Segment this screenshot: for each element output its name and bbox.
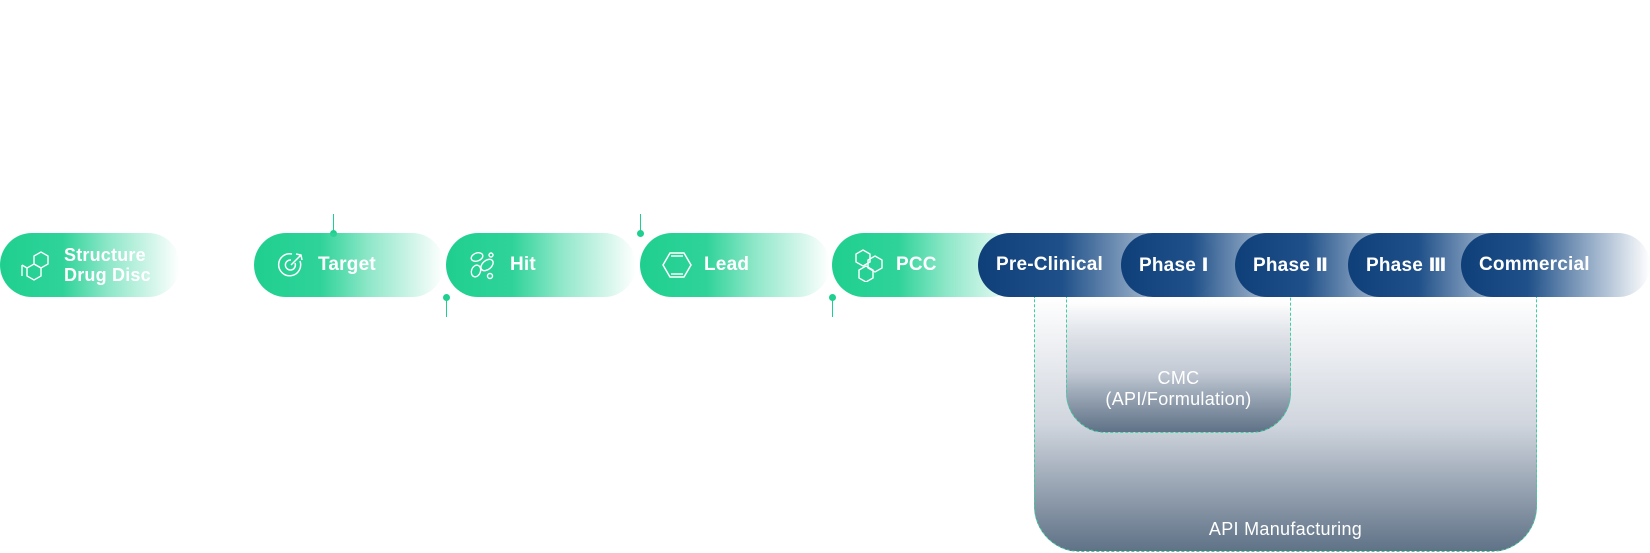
- cells-icon: [466, 248, 500, 282]
- connector-dot-lead: [637, 230, 644, 237]
- connector-dot-hit: [443, 294, 450, 301]
- stage-target: Target: [254, 233, 444, 297]
- stage-label: Phase Ⅰ: [1139, 254, 1209, 276]
- stage-lead: Lead: [640, 233, 830, 297]
- stage-label-line1: Structure: [64, 245, 146, 265]
- target-icon: [274, 248, 308, 282]
- hexagon-icon: [660, 248, 694, 282]
- connector-dot-pcc: [829, 294, 836, 301]
- stage-label: Phase Ⅱ: [1253, 254, 1329, 276]
- stage-label: Phase Ⅲ: [1366, 254, 1447, 276]
- stage-label-line2: Drug Disc: [64, 265, 151, 285]
- stage-label: Pre-Clinical: [996, 254, 1103, 275]
- cmc-bracket: [1066, 297, 1291, 433]
- connector-pin-hit: [446, 297, 447, 317]
- api-manufacturing-label: API Manufacturing: [1208, 519, 1363, 539]
- stage-label: Hit: [510, 254, 536, 275]
- stage-label: PCC: [896, 254, 937, 275]
- stage-hit: Hit: [446, 233, 636, 297]
- connector-pin-pcc: [832, 297, 833, 317]
- cmc-subtitle: (API/Formulation): [1105, 389, 1252, 409]
- connector-pin-target: [333, 214, 334, 233]
- stage-label: Commercial: [1479, 254, 1590, 275]
- connector-pin-lead: [640, 214, 641, 233]
- stage-label: Lead: [704, 254, 750, 275]
- hexagon-cluster-icon: [852, 248, 886, 282]
- stage-label: Target: [318, 254, 376, 275]
- stage-structure-drug-discovery: Structure Drug Disc: [0, 233, 180, 297]
- molecule-icon: [20, 248, 54, 282]
- cmc-label: CMC (API/Formulation): [1066, 368, 1291, 410]
- cmc-title: CMC: [1157, 368, 1200, 388]
- stage-commercial: Commercial: [1461, 233, 1650, 297]
